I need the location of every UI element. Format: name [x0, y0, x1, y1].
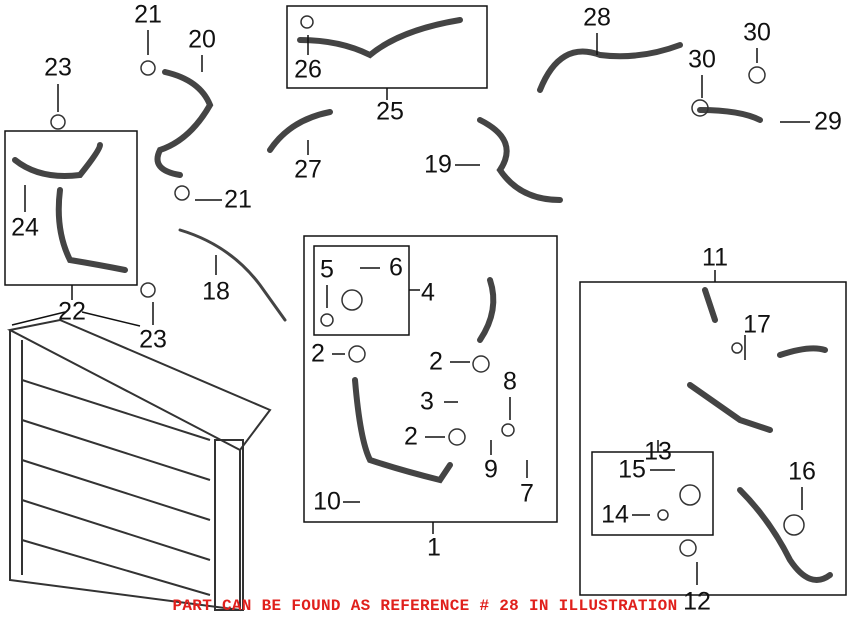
hoses — [12, 17, 833, 583]
callout-6: 6 — [389, 253, 403, 282]
callout-18: 18 — [202, 277, 230, 306]
callout-25: 25 — [376, 97, 404, 126]
group-box-1 — [303, 235, 558, 523]
callout-1: 1 — [427, 533, 441, 562]
reference-note: PART CAN BE FOUND AS REFERENCE # 28 IN I… — [172, 597, 678, 615]
callout-23: 23 — [44, 53, 72, 82]
callout-23: 23 — [139, 325, 167, 354]
clamps — [50, 15, 805, 557]
callout-2: 2 — [311, 339, 325, 368]
callout-10: 10 — [313, 487, 341, 516]
callout-8: 8 — [503, 367, 517, 396]
callout-3: 3 — [420, 387, 434, 416]
callout-7: 7 — [520, 479, 534, 508]
group-box-22 — [4, 130, 138, 286]
callout-2: 2 — [429, 347, 443, 376]
callout-2: 2 — [404, 422, 418, 451]
callout-5: 5 — [320, 255, 334, 284]
callout-11: 11 — [702, 243, 728, 272]
callout-14: 14 — [601, 500, 629, 529]
callout-19: 19 — [424, 150, 452, 179]
callout-17: 17 — [743, 310, 771, 339]
callout-26: 26 — [294, 55, 322, 84]
callout-21: 21 — [134, 0, 162, 29]
radiator — [7, 318, 272, 612]
callout-24: 24 — [11, 213, 39, 242]
callout-30: 30 — [743, 18, 771, 47]
group-box-11 — [579, 281, 847, 596]
callout-22: 22 — [58, 297, 86, 326]
callout-21: 21 — [224, 185, 252, 214]
group-box-13 — [591, 451, 714, 536]
callout-9: 9 — [484, 455, 498, 484]
callout-20: 20 — [188, 25, 216, 54]
callout-16: 16 — [788, 457, 816, 486]
callout-28: 28 — [583, 3, 611, 32]
callout-29: 29 — [814, 107, 842, 136]
callout-12: 12 — [683, 587, 711, 616]
callout-27: 27 — [294, 155, 322, 184]
callout-15: 15 — [618, 455, 646, 484]
callout-4: 4 — [421, 278, 435, 307]
leader-arrows — [24, 30, 810, 585]
callout-30: 30 — [688, 45, 716, 74]
callout-13: 13 — [644, 437, 672, 466]
